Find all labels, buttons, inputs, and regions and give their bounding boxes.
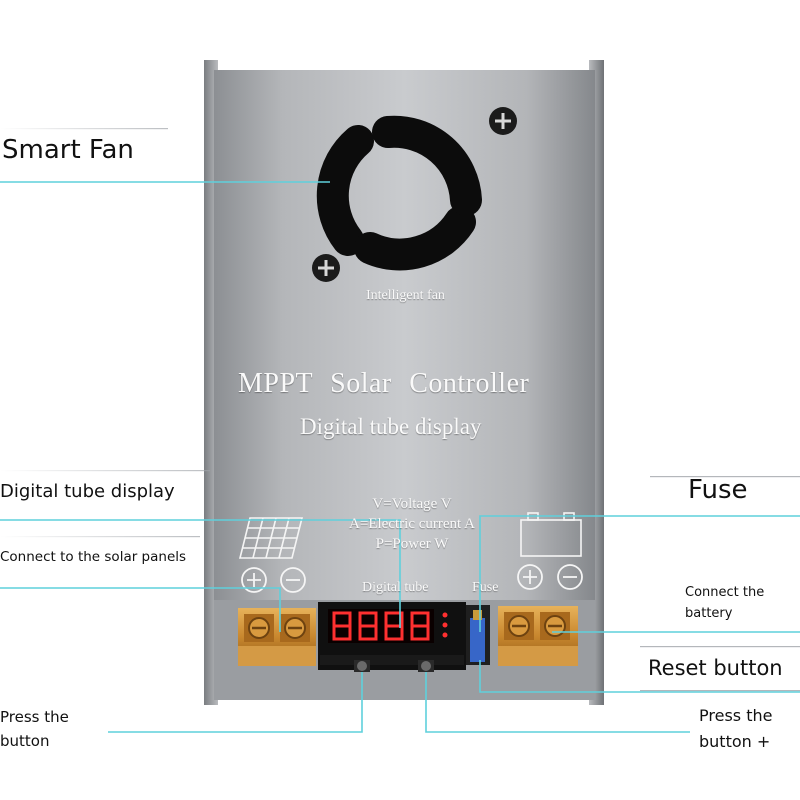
digital-tube-caption: Digital tube xyxy=(362,580,429,595)
solar-panel-icon xyxy=(238,517,304,559)
label-connect-battery-line1: Connect the xyxy=(685,585,765,600)
solar-terminal-block xyxy=(238,608,316,666)
panel-subtitle: Digital tube display xyxy=(300,414,482,439)
label-connect-battery: Connect the battery xyxy=(685,582,764,624)
plus-icon xyxy=(517,564,543,590)
label-smart-fan: Smart Fan xyxy=(2,135,134,165)
plus-push-button[interactable] xyxy=(418,660,434,672)
digital-tube-display xyxy=(318,602,466,670)
label-press-plus-line2: button + xyxy=(699,732,771,751)
leader-lines xyxy=(0,181,800,733)
leader-line-reset xyxy=(479,660,800,693)
label-connect-solar: Connect to the solar panels xyxy=(0,549,187,565)
minus-icon xyxy=(280,567,306,593)
leader-line-fuse xyxy=(479,515,800,632)
plus-icon xyxy=(241,567,267,593)
fuse-caption: Fuse xyxy=(472,580,499,595)
blade-fuse xyxy=(466,605,490,665)
leader-line-digital-tube-display xyxy=(0,519,401,628)
label-reset-button: Reset button xyxy=(648,656,783,680)
leader-line-press-plus xyxy=(425,672,690,733)
label-separators xyxy=(0,128,800,692)
legend-voltage: V=Voltage V xyxy=(372,496,452,512)
legend-current: A=Electric current A xyxy=(349,516,475,532)
label-press-plus-line1: Press the xyxy=(699,706,773,725)
segment-digit xyxy=(332,611,352,641)
label-press-minus-line2: button xyxy=(0,732,50,750)
minus-push-button[interactable] xyxy=(354,660,370,672)
minus-icon xyxy=(557,564,583,590)
label-press-plus: Press the button + xyxy=(699,703,772,755)
leader-line-solar-panels xyxy=(0,587,281,632)
battery-terminal-block xyxy=(498,606,578,666)
screw-icon xyxy=(489,107,517,135)
label-connect-battery-line2: battery xyxy=(685,606,733,621)
label-fuse: Fuse xyxy=(688,475,748,505)
segment-digit xyxy=(358,611,378,641)
leader-line-press-minus xyxy=(108,672,363,733)
label-press-minus-line1: Press the xyxy=(0,708,69,726)
fan-icon xyxy=(316,115,482,271)
segment-digit xyxy=(410,611,430,641)
unit-legend: V=Voltage V A=Electric current A P=Power… xyxy=(322,494,502,554)
screw-icon xyxy=(312,254,340,282)
legend-power: P=Power W xyxy=(375,536,449,552)
label-press-minus: Press the button xyxy=(0,705,69,753)
fan-caption: Intelligent fan xyxy=(366,288,445,303)
label-digital-tube-display: Digital tube display xyxy=(0,481,175,502)
panel-title: MPPT Solar Controller xyxy=(238,368,530,399)
